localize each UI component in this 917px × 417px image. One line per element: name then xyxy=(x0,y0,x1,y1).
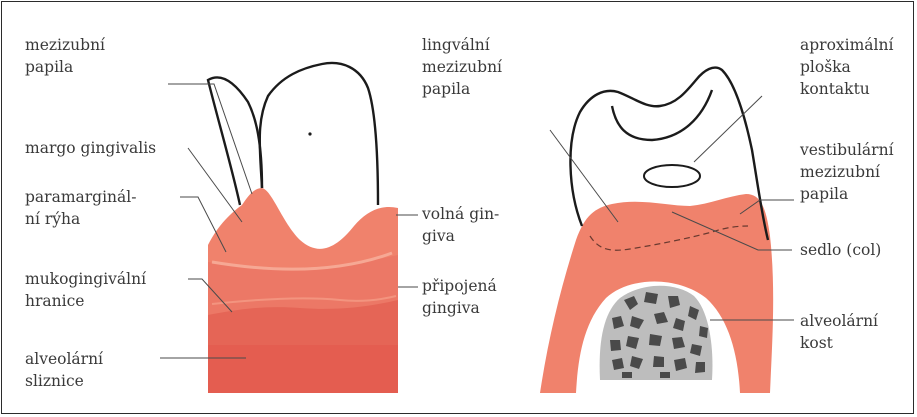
label-pripojena-gingiva: připojená gingiva xyxy=(422,275,497,319)
label-aproximalni-ploska-kontaktu: aproximální ploška kontaktu xyxy=(800,34,893,100)
label-paramarginalni-ryha: paramarginál- ní rýha xyxy=(25,186,136,230)
label-vestibularni-mezizubni-papila: vestibulární mezizubní papila xyxy=(800,139,894,205)
label-sedlo-col: sedlo (col) xyxy=(800,239,881,261)
label-volna-gingiva: volná gin- giva xyxy=(422,203,499,247)
label-mezizubni-papila: mezizubní papila xyxy=(25,34,105,78)
label-alveolarni-kost: alveolární kost xyxy=(800,310,878,354)
label-mukogingivalni-hranice: mukogingivální hranice xyxy=(25,268,146,312)
front-tooth-outline xyxy=(260,63,378,205)
label-alveolarni-sliznice: alveolární sliznice xyxy=(25,348,103,392)
contact-area-ellipse xyxy=(644,165,700,187)
label-lingvalni-mezizubni-papila: lingvální mezizubní papila xyxy=(422,34,502,100)
molar-fissure-outline xyxy=(612,90,712,140)
right-cross-section xyxy=(540,68,794,393)
label-margo-gingivalis: margo gingivalis xyxy=(25,137,156,159)
left-gingiva-view xyxy=(160,63,418,393)
